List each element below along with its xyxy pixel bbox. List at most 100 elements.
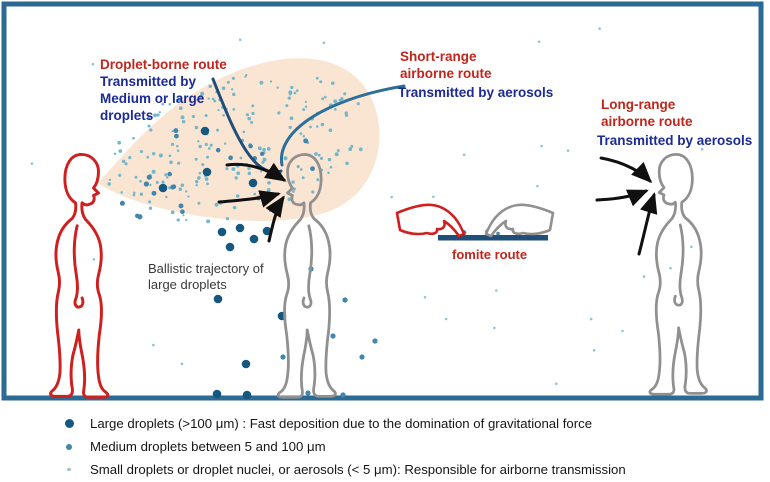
exposed-person-far-figure	[648, 153, 708, 396]
droplet-dot	[305, 390, 311, 396]
droplet-dot	[304, 100, 308, 104]
droplet-dot	[164, 173, 168, 177]
legend-item-large-droplets: Large droplets (>100 μm) : Fast depositi…	[48, 412, 626, 435]
droplet-dot	[336, 149, 340, 153]
droplet-borne-route-subtitle-line: droplets	[100, 108, 154, 123]
droplet-dot	[314, 152, 318, 156]
droplet-dot	[592, 349, 596, 352]
droplet-dot	[248, 143, 253, 149]
droplet-dot	[358, 147, 363, 152]
short-range-leader-line	[279, 84, 406, 167]
droplet-dot	[290, 85, 294, 90]
inhalation-arrow	[637, 192, 658, 256]
medium-droplet-dot-icon	[66, 443, 72, 450]
droplet-dot	[174, 133, 179, 139]
droplet-dot	[213, 294, 223, 304]
droplet-dot	[320, 122, 325, 127]
droplet-dot	[266, 171, 272, 177]
legend-bullet-wrap	[48, 419, 90, 428]
droplet-dot	[178, 203, 184, 209]
ballistic-trajectory-line: Ballistic trajectory of	[148, 261, 264, 276]
droplet-dot	[537, 40, 541, 44]
droplet-dot	[283, 156, 288, 161]
droplet-dot	[206, 132, 209, 136]
short-range-airborne-route-label: Short-range airborne route Transmitted b…	[398, 48, 553, 101]
short-range-route-title-line: airborne route	[400, 66, 492, 81]
droplet-dot	[148, 174, 152, 178]
droplet-dot	[147, 116, 151, 120]
droplet-dot	[287, 96, 291, 100]
droplet-dot	[340, 97, 344, 101]
short-range-route-title-line: Short-range	[400, 49, 477, 64]
droplet-dot	[232, 205, 237, 210]
droplet-dot	[118, 173, 122, 177]
droplet-dot	[178, 187, 183, 191]
long-range-route-title-line: airborne route	[601, 114, 693, 129]
droplet-dot	[496, 231, 500, 236]
droplet-dot	[182, 214, 185, 217]
droplet-dot	[247, 116, 252, 121]
droplet-dot	[132, 193, 136, 197]
droplet-dot	[231, 76, 235, 80]
droplet-dot	[295, 89, 299, 92]
droplet-dot	[215, 147, 221, 153]
long-range-airborne-route-label: Long-range airborne route Transmitted by…	[597, 96, 752, 149]
droplet-dot	[158, 111, 161, 114]
droplet-dot	[333, 99, 338, 104]
legend-item-text: Medium droplets between 5 and 100 μm	[90, 439, 326, 454]
droplet-dot	[158, 183, 168, 193]
infected-hand-icon	[395, 203, 466, 238]
droplet-dot	[113, 152, 117, 156]
droplet-dot	[206, 155, 209, 159]
droplet-dot	[280, 354, 286, 360]
droplet-dot	[343, 92, 347, 96]
droplet-dot	[266, 188, 271, 192]
droplet-dot	[217, 109, 220, 112]
droplet-dot	[185, 190, 188, 193]
droplet-dot	[299, 168, 303, 171]
droplet-dot	[209, 143, 213, 147]
droplet-dot	[289, 116, 294, 121]
droplet-borne-route-title: Droplet-borne route	[100, 57, 227, 72]
droplet-dot	[202, 167, 212, 177]
fomite-surface	[438, 235, 548, 241]
droplet-dot	[296, 165, 300, 169]
droplet-dot	[321, 97, 325, 101]
droplet-dot	[170, 210, 175, 215]
droplet-dot	[166, 176, 169, 179]
droplet-dot	[316, 111, 319, 115]
droplet-dot	[316, 178, 320, 182]
droplet-dot	[348, 147, 353, 152]
droplet-dot	[285, 104, 289, 108]
droplet-dot	[201, 163, 205, 167]
droplet-dot	[269, 80, 273, 83]
droplet-dot	[340, 392, 346, 398]
droplet-dot	[288, 125, 292, 130]
droplet-dot	[204, 174, 207, 178]
droplet-dot	[124, 162, 128, 166]
droplet-dot	[200, 91, 205, 96]
droplet-dot	[197, 176, 201, 180]
droplet-dot	[161, 102, 165, 106]
droplet-dot	[200, 126, 210, 136]
droplet-dot	[199, 94, 203, 99]
droplet-borne-route-label: Droplet-borne route Transmitted by Mediu…	[100, 56, 227, 124]
droplet-dot	[152, 343, 155, 347]
droplet-dot	[204, 142, 208, 146]
droplet-dot	[176, 149, 180, 152]
long-range-route-title-line: Long-range	[601, 97, 676, 112]
droplet-dot	[198, 171, 202, 175]
droplet-dot	[248, 178, 258, 188]
droplet-dot	[180, 209, 185, 215]
large-droplet-dots	[158, 126, 287, 400]
ballistic-trajectory-line: large droplets	[148, 277, 227, 292]
droplet-dot	[462, 153, 466, 156]
droplet-dot	[107, 182, 111, 186]
droplet-dot	[432, 195, 435, 199]
legend-item-text: Small droplets or droplet nuclei, or aer…	[90, 462, 626, 477]
droplet-dot	[310, 116, 314, 121]
droplet-dot	[180, 115, 185, 120]
droplet-dot	[179, 106, 183, 110]
